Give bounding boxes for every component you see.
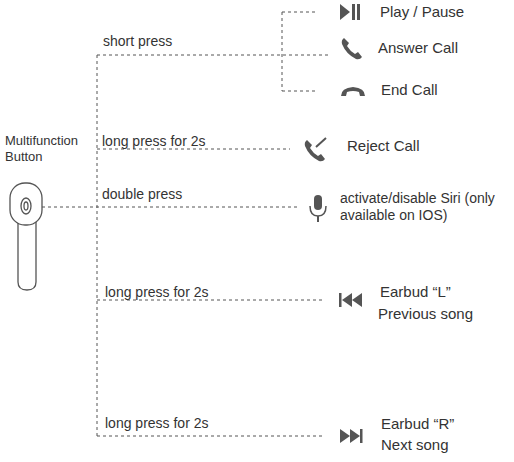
reject-call-icon: [305, 138, 326, 161]
action-label: Answer Call: [378, 39, 458, 57]
earbud-stem: [18, 218, 36, 290]
next-icon: [340, 429, 363, 443]
pause-bar: [352, 4, 355, 20]
long-press-line: [97, 436, 325, 437]
action-label: End Call: [381, 81, 438, 99]
press-label: long press for 2s: [105, 284, 209, 301]
bracket-bottom-line: [282, 91, 318, 92]
action-label: Next song: [381, 436, 449, 454]
leader-lines: [42, 12, 330, 436]
answer-call-icon: [342, 38, 362, 59]
press-label: long press for 2s: [105, 415, 209, 432]
short-press-line: [97, 55, 330, 56]
previous-icon: [339, 293, 362, 307]
trunk-line: [97, 55, 98, 436]
press-label: double press: [102, 186, 182, 203]
microphone-icon: [310, 195, 326, 222]
short-press-bracket: [282, 12, 283, 91]
play-triangle: [340, 4, 350, 20]
double-press-line: [42, 207, 300, 208]
earbud-illustration: [10, 183, 42, 290]
pause-bar: [357, 4, 360, 20]
bracket-top-line: [282, 12, 318, 13]
earbud-button-inner: [24, 202, 28, 210]
action-label: Previous song: [378, 305, 473, 323]
icons: [305, 4, 365, 443]
play-pause-icon: [340, 4, 360, 20]
earbud-label: Earbud “L”: [380, 283, 451, 301]
press-label: short press: [103, 33, 172, 50]
action-label: activate/disable Siri (only available on…: [340, 190, 512, 224]
earbud-label: Earbud “R”: [381, 415, 454, 433]
action-label: Play / Pause: [380, 3, 464, 21]
action-label: Reject Call: [347, 137, 420, 155]
end-call-icon: [341, 87, 365, 96]
earbud-head: [10, 183, 42, 225]
press-label: long press for 2s: [102, 133, 206, 150]
earbud-button: [21, 198, 31, 214]
part-label: Multifunction Button: [5, 133, 97, 164]
